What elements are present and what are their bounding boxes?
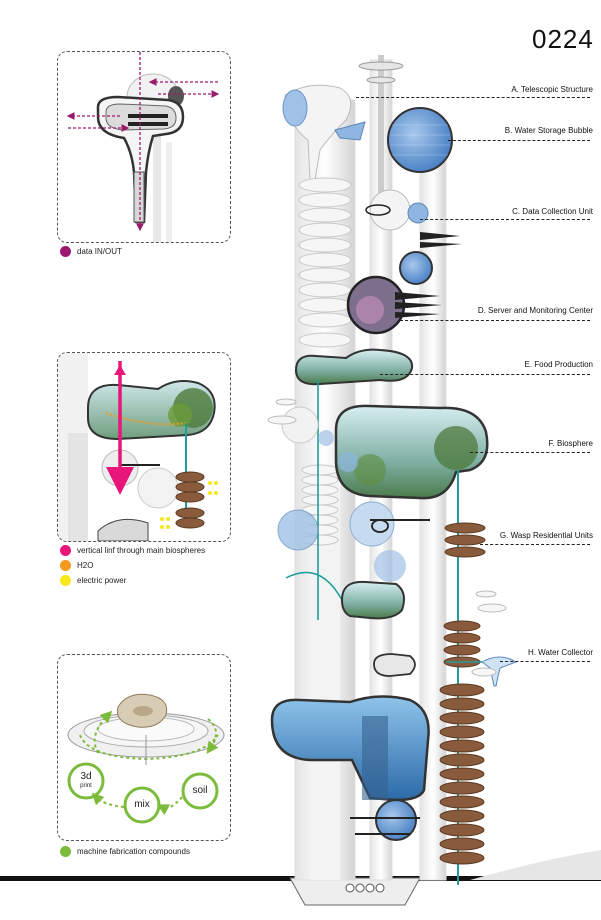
leader-line-c [420,219,590,220]
label-server-monitoring-center: D. Server and Monitoring Center [477,306,593,315]
cycle-print-label: print [80,783,92,789]
data-flow-illustration [66,52,220,242]
label-telescopic-structure: A. Telescopic Structure [511,85,593,94]
data-dot-icon [60,246,71,257]
label-data-collection-unit: C. Data Collection Unit [512,207,593,216]
legend-label: data IN/OUT [77,247,122,256]
power-dot-icon [60,575,71,586]
legend-electric-power: electric power [60,575,126,586]
label-wasp-residential-units: G. Wasp Residential Units [499,531,593,540]
fabrication-panel: 3d print mix soil [57,654,231,841]
sheet-number: 0224 [532,24,594,54]
legend-data-in-out: data IN/OUT [60,246,122,257]
biosphere-illustration [58,353,218,541]
fabrication-illustration [67,693,225,824]
cycle-mix-label: mix [134,799,150,810]
fabrication-dot-icon [60,846,71,857]
legend-vertical-link: vertical linf through main biospheres [60,545,205,556]
label-water-collector: H. Water Collector [527,648,593,657]
leader-line-e [380,374,590,375]
label-biosphere: F. Biosphere [548,439,593,448]
legend-label: machine fabrication compounds [77,847,190,856]
leader-line-g [480,544,590,545]
vertical-link-dot-icon [60,545,71,556]
leader-line-d [400,320,590,321]
label-water-storage-bubble: B. Water Storage Bubble [504,126,593,135]
legend-label: vertical linf through main biospheres [77,546,206,555]
leader-line-h [500,661,590,662]
legend-label: electric power [77,576,127,585]
label-food-production: E. Food Production [524,360,593,369]
data-flow-panel [57,51,231,243]
cycle-3d-label: 3d [80,771,92,782]
leader-line-a [356,97,590,98]
water-dot-icon [60,560,71,571]
leader-line-b [448,140,590,141]
legend-h2o: H2O [60,560,93,571]
cycle-soil-label: soil [192,785,208,796]
legend-label: H2O [77,561,94,570]
legend-fabrication: machine fabrication compounds [60,846,190,857]
leader-line-f [470,452,590,453]
biosphere-panel [57,352,231,542]
